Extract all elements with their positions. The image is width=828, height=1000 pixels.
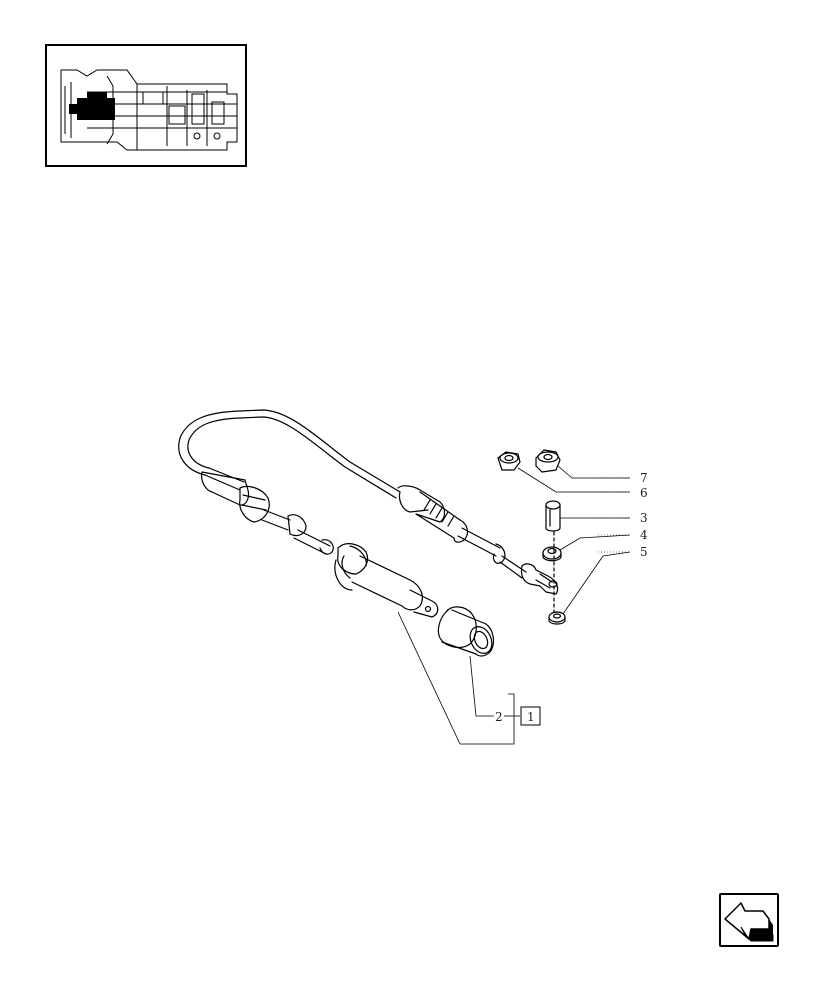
callout-5: 5: [640, 545, 648, 559]
retaining-ring-part-5: [548, 611, 566, 625]
clevis-fork: [520, 563, 559, 595]
nut-part-6: [497, 451, 521, 471]
arrow-right-icon: [724, 902, 774, 942]
callout-1-box: [520, 706, 541, 726]
callout-4: 4: [640, 528, 648, 542]
highlighted-part: [77, 98, 115, 120]
location-thumbnail: [45, 44, 247, 167]
washer-part-4: [542, 546, 562, 562]
callout-guides: [598, 477, 630, 553]
cable-boot-right: [396, 485, 527, 579]
callout-2: 2: [495, 710, 503, 724]
callout-6: 6: [640, 486, 648, 500]
cable-cylinder-housing: [334, 543, 439, 618]
nut-part-7: [535, 449, 561, 473]
leader-lines: [397, 465, 631, 745]
clevis-pin-part-3: [545, 500, 561, 532]
next-page-button[interactable]: [719, 893, 779, 947]
transmission-thumbnail-drawing: [60, 69, 238, 151]
callout-7: 7: [640, 471, 648, 485]
callout-1: 1: [527, 710, 535, 724]
cable-bushing: [437, 606, 495, 657]
callout-3: 3: [640, 511, 648, 525]
control-cable: [178, 409, 401, 499]
cable-end-fitting-left: [200, 467, 334, 555]
